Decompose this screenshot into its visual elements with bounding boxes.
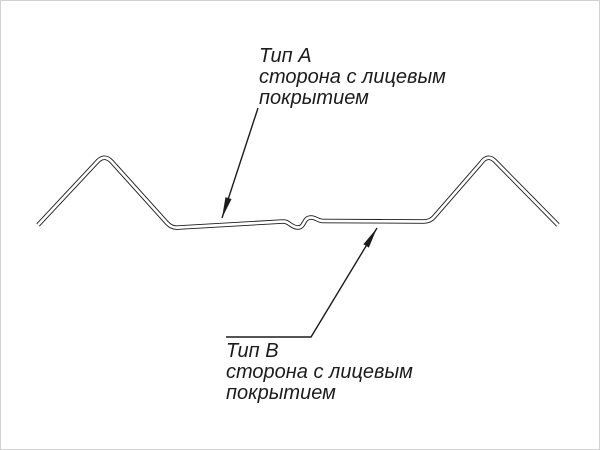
type-b-title: Тип В — [226, 340, 279, 362]
sheet-profile-core — [37, 156, 559, 229]
leader-line-type-b — [226, 227, 378, 338]
type-a-title: Тип А — [259, 45, 312, 67]
leader-line-type-a — [221, 107, 259, 219]
type-a-caption-line1: сторона с лицевым — [259, 66, 446, 88]
type-a-caption-line2: покрытием — [259, 87, 369, 109]
type-b-caption-line1: сторона с лицевым — [226, 361, 413, 383]
type-b-caption-line2: покрытием — [226, 382, 336, 404]
